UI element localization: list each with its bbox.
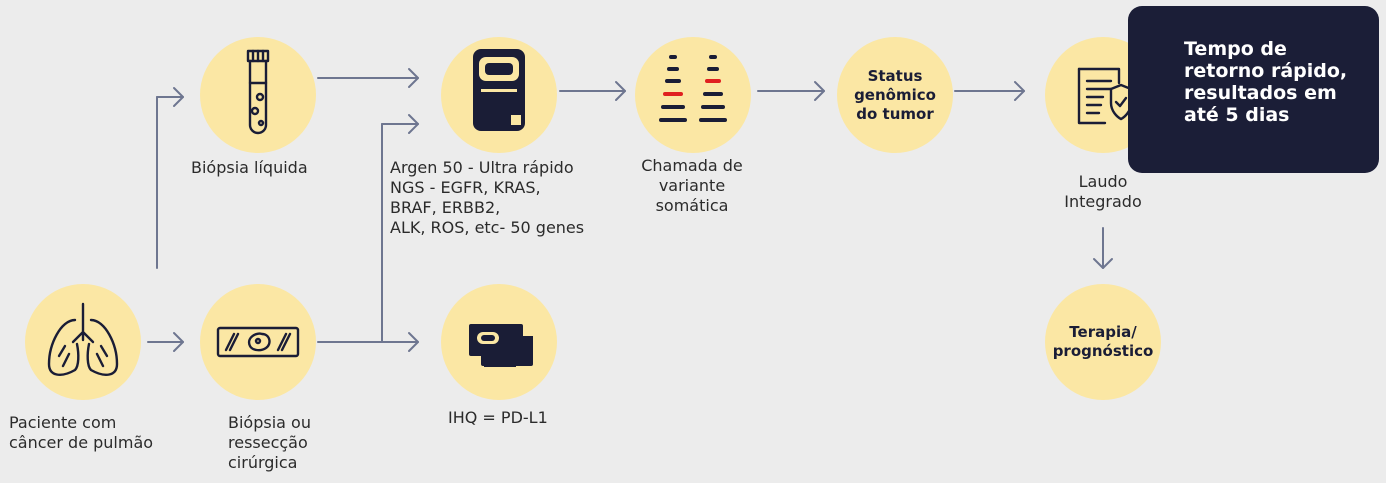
report-shield-icon bbox=[1077, 67, 1133, 125]
label-chamada: Chamada de variante somática bbox=[641, 156, 743, 215]
label-biopsia-liquida: Biópsia líquida bbox=[191, 158, 308, 177]
ihc-slide-icon bbox=[469, 324, 533, 367]
callout-box: Tempo de retorno rápido, resultados em a… bbox=[1128, 6, 1379, 173]
label-ihq: IHQ = PD-L1 bbox=[448, 408, 548, 427]
label-terapia: Terapia/ prognóstico bbox=[1052, 323, 1154, 360]
lungs-icon bbox=[47, 302, 119, 376]
node-status: Status genômico do tumor bbox=[837, 37, 953, 153]
node-terapia: Terapia/ prognóstico bbox=[1045, 284, 1161, 400]
node-paciente bbox=[25, 284, 141, 400]
label-biopsia-cirurgica: Biópsia ou ressecção cirúrgica bbox=[228, 413, 311, 472]
label-argen: Argen 50 - Ultra rápido NGS - EGFR, KRAS… bbox=[390, 158, 585, 237]
label-laudo: Laudo Integrado bbox=[1064, 172, 1142, 211]
sequencer-icon bbox=[473, 49, 525, 131]
node-biopsia-liquida bbox=[200, 37, 316, 153]
node-biopsia-cirurgica bbox=[200, 284, 316, 400]
variant-bars-icon bbox=[659, 55, 727, 122]
label-status: Status genômico do tumor bbox=[854, 66, 936, 123]
node-argen bbox=[441, 37, 557, 153]
tissue-slide-icon bbox=[216, 326, 300, 358]
callout-text: Tempo de retorno rápido, resultados em a… bbox=[1184, 38, 1348, 126]
node-ihq bbox=[441, 284, 557, 400]
test-tube-icon bbox=[246, 49, 270, 135]
label-paciente: Paciente com câncer de pulmão bbox=[9, 413, 154, 452]
node-chamada bbox=[635, 37, 751, 153]
